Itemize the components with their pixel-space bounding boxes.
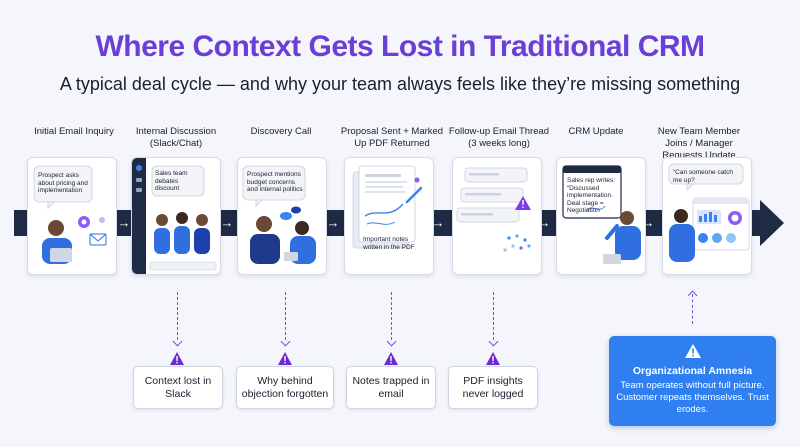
connector-arrow-icon: →: [220, 215, 234, 230]
loss-box-slack: Context lost in Slack: [133, 366, 223, 409]
loss-connector: [391, 292, 392, 340]
page-title: Where Context Gets Lost in Traditional C…: [95, 30, 705, 63]
email-thread-illustration: [456, 167, 531, 252]
organizational-amnesia-box: Organizational Amnesia Team operates wit…: [609, 336, 776, 426]
loss-box-email: Notes trapped in email: [346, 366, 436, 409]
chevron-down-icon: [386, 336, 397, 347]
stage-label-internal: Internal Discussion (Slack/Chat): [135, 126, 217, 149]
stage-bubble-internal: Sales team debates discount: [155, 170, 188, 192]
stage-card-email: Prospect asks about pricing and implemen…: [27, 157, 117, 275]
dashboard-illustration: [668, 163, 750, 262]
stage-bubble-email: Prospect asks about pricing and implemen…: [38, 172, 88, 194]
stage-card-internal: Sales team debates discount: [131, 157, 221, 275]
stage-label-crm: CRM Update: [568, 126, 624, 137]
stage-label-discovery: Discovery Call: [250, 126, 312, 137]
stage-bubble-discovery: Prospect mentions budget concerns and in…: [247, 171, 303, 193]
stage-bubble-proposal: Important notes written in the PDF: [363, 236, 415, 251]
stage-card-discovery: Prospect mentions budget concerns and in…: [237, 157, 327, 275]
chevron-down-icon: [172, 336, 183, 347]
stage-label-proposal: Proposal Sent + Marked Up PDF Returned: [340, 126, 444, 149]
loss-box-objection: Why behind objection forgotten: [236, 366, 334, 409]
stage-card-new-member: “Can someone catch me up?: [662, 157, 752, 275]
loss-box-pdf: PDF insights never logged: [448, 366, 538, 409]
loss-connector: [493, 292, 494, 340]
connector-arrow-icon: →: [117, 215, 131, 230]
warning-icon: [170, 352, 184, 365]
warning-icon: [278, 352, 292, 365]
warning-icon: [486, 352, 500, 365]
timeline-arrow-icon: [760, 200, 784, 246]
warning-icon: [685, 344, 701, 358]
chevron-up-icon: [687, 290, 698, 301]
warning-icon: [384, 352, 398, 365]
stage-label-new-member: New Team Member Joins / Manager Requests…: [657, 126, 741, 161]
crm-screen-illustration: [562, 165, 641, 264]
amnesia-body: Team operates without full picture. Cust…: [616, 380, 769, 415]
loss-connector: [177, 292, 178, 340]
amnesia-connector: [692, 294, 693, 324]
stage-card-proposal: Important notes written in the PDF: [344, 157, 434, 275]
stage-card-crm: Sales rep writes: “Discussed implementat…: [556, 157, 646, 275]
chevron-down-icon: [488, 336, 499, 347]
pdf-document-illustration: [352, 165, 423, 249]
team-chat-illustration: [132, 158, 217, 274]
stage-bubble-crm: Sales rep writes: “Discussed implementat…: [567, 177, 616, 214]
stage-label-email: Initial Email Inquiry: [34, 126, 114, 137]
chevron-down-icon: [280, 336, 291, 347]
connector-arrow-icon: →: [326, 215, 340, 230]
loss-connector: [285, 292, 286, 340]
stage-card-followup: [452, 157, 542, 275]
stage-label-followup: Follow-up Email Thread (3 weeks long): [448, 126, 550, 149]
email-inquiry-illustration: [33, 165, 107, 264]
stage-bubble-new-member: “Can someone catch me up?: [673, 169, 733, 184]
page-subtitle: A typical deal cycle — and why your team…: [59, 74, 741, 94]
phone-call-illustration: [242, 165, 316, 264]
connector-arrow-icon: →: [431, 215, 445, 230]
amnesia-title: Organizational Amnesia: [632, 365, 753, 377]
